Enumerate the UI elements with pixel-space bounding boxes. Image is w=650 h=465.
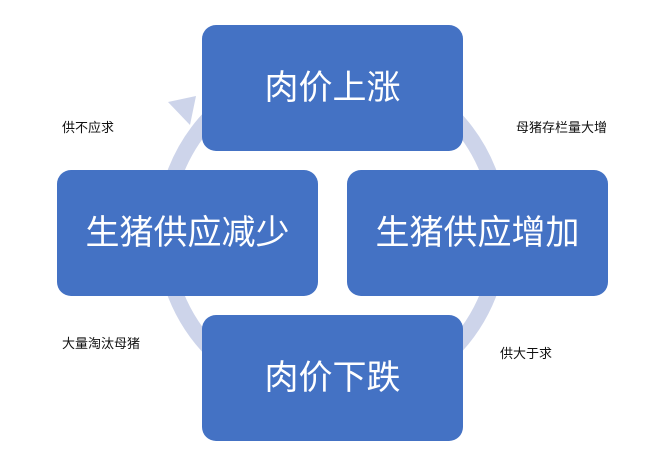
node-meat-price-rise: 肉价上涨	[202, 25, 463, 151]
node-pig-supply-increase: 生猪供应增加	[347, 170, 608, 296]
label-cull-sows: 大量淘汰母猪	[62, 337, 141, 352]
label-sow-stock-increase: 母猪存栏量大增	[516, 121, 608, 136]
cycle-arrowhead-icon	[168, 96, 196, 125]
node-meat-price-fall: 肉价下跌	[202, 315, 463, 441]
label-oversupply: 供大于求	[500, 347, 553, 362]
node-pig-supply-decrease: 生猪供应减少	[57, 170, 318, 296]
label-undersupply: 供不应求	[62, 121, 115, 136]
